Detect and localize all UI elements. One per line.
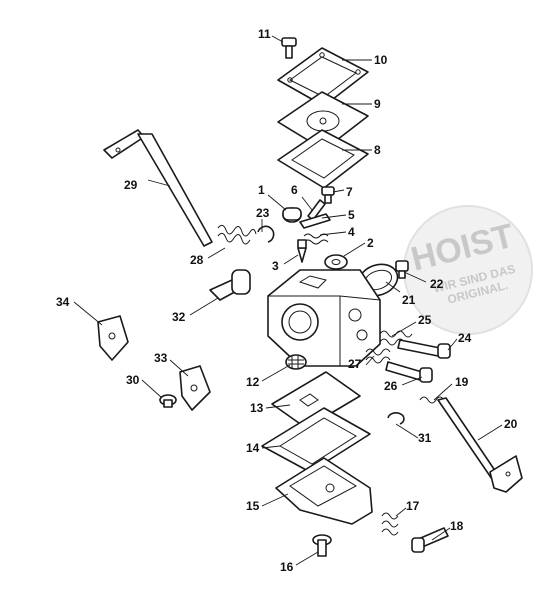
part-14-diaphragm: [261, 407, 371, 473]
part-3-needle: [297, 239, 307, 263]
callout-34: 34: [56, 295, 70, 309]
part-16-screw: [312, 534, 332, 557]
callout-18: 18: [450, 519, 464, 533]
carburetor-body: [267, 269, 381, 367]
callout-28: 28: [190, 253, 204, 267]
callout-2: 2: [367, 236, 374, 250]
part-27-spring: [365, 348, 391, 364]
part-23-clip: [257, 225, 275, 243]
part-28-spring: [217, 224, 257, 245]
callout-6: 6: [291, 183, 298, 197]
part-29-throttle-shaft: [103, 129, 213, 247]
callout-5: 5: [348, 208, 355, 222]
callout-32: 32: [172, 310, 186, 324]
callout-11: 11: [258, 27, 271, 41]
callout-8: 8: [374, 143, 381, 157]
callout-14: 14: [246, 441, 260, 455]
part-11-screw: [281, 37, 297, 59]
callout-17: 17: [406, 499, 420, 513]
part-15-pump-cover: [275, 457, 373, 525]
part-8-gasket: [277, 129, 369, 189]
part-26-adjusting-screw: [385, 361, 433, 383]
callout-16: 16: [280, 560, 294, 574]
part-24-adjusting-screw: [397, 339, 451, 359]
part-34-plate: [97, 315, 129, 361]
watermark-seal: HOIST WIR SIND DAS ORIGINAL.: [403, 205, 533, 335]
part-20-choke-shaft: [437, 397, 523, 493]
part-7-screw: [321, 186, 335, 204]
callout-30: 30: [126, 373, 140, 387]
part-13-gasket: [271, 371, 361, 429]
callout-22: 22: [430, 277, 444, 291]
callout-7: 7: [346, 185, 353, 199]
callout-21: 21: [402, 293, 416, 307]
part-31-clip: [387, 412, 405, 425]
callout-12: 12: [246, 375, 260, 389]
part-30-screw: [159, 394, 177, 408]
callout-10: 10: [374, 53, 388, 67]
callout-13: 13: [250, 401, 264, 415]
callout-26: 26: [384, 379, 398, 393]
callout-3: 3: [272, 259, 279, 273]
part-33-plate: [179, 365, 211, 411]
callout-15: 15: [246, 499, 260, 513]
part-1-plug: [282, 207, 302, 223]
part-32-fitting: [209, 269, 251, 301]
part-17-spring: [381, 512, 399, 536]
callout-numbers: 11 10 9 8 1 6 7 5 4 2 3 29 23 28 32 34 3…: [56, 27, 518, 574]
callout-19: 19: [455, 375, 469, 389]
callout-25: 25: [418, 313, 432, 327]
part-10-cover-plate: [277, 47, 369, 107]
part-19-spring: [419, 396, 445, 404]
callout-9: 9: [374, 97, 381, 111]
leader-lines: [73, 35, 503, 566]
callout-24: 24: [458, 331, 472, 345]
callout-27: 27: [348, 357, 362, 371]
callout-1: 1: [258, 183, 265, 197]
callout-23: 23: [256, 206, 270, 220]
callout-31: 31: [418, 431, 432, 445]
callout-29: 29: [124, 178, 138, 192]
callout-33: 33: [154, 351, 168, 365]
part-18-adjusting-screw: [411, 527, 449, 553]
callout-20: 20: [504, 417, 518, 431]
part-4-spring: [303, 233, 329, 245]
part-22-screw: [395, 260, 409, 279]
part-12-screen: [285, 354, 307, 370]
callout-4: 4: [348, 225, 355, 239]
part-2-washer: [324, 254, 348, 270]
